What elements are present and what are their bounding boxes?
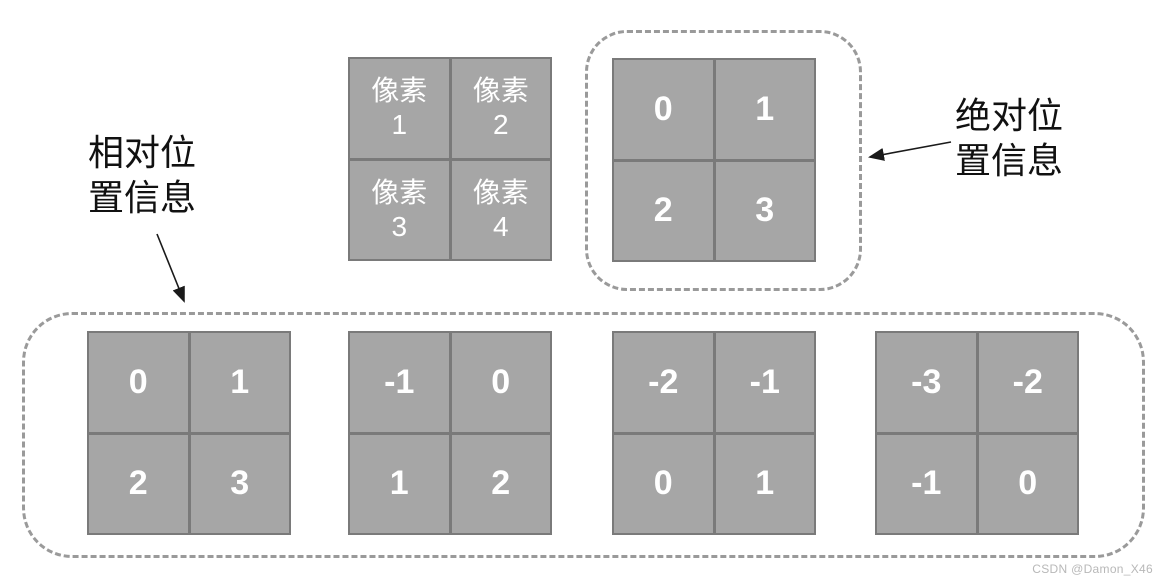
grid-cell: 0 (614, 434, 713, 533)
absolute-position-dashed-box (585, 30, 862, 291)
absolute-position-label: 绝对位 置信息 (955, 93, 1063, 183)
grid-cell: 0 (451, 333, 550, 432)
relative-position-label: 相对位 置信息 (88, 130, 196, 220)
grid-cell: 1 (190, 333, 289, 432)
absolute-label-line1: 绝对位 (955, 95, 1064, 136)
grid-cell: 2 (451, 434, 550, 533)
pixel-cell-number: 3 (391, 210, 408, 242)
absolute-position-grid: 0 1 2 3 (612, 58, 816, 262)
pixel-cell-2: 像素 2 (451, 59, 550, 158)
pixel-cell-4: 像素 4 (451, 160, 550, 259)
pixel-cell-number: 2 (492, 109, 509, 141)
pixel-grid: 像素 1 像素 2 像素 3 像素 4 (348, 57, 552, 261)
relative-label-arrow (156, 233, 185, 303)
grid-cell: 0 (89, 333, 188, 432)
relative-grid-3: -2 -1 0 1 (612, 331, 816, 535)
grid-cell: 3 (190, 434, 289, 533)
relative-label-line1: 相对位 (88, 132, 197, 173)
pixel-cell-label: 像素 (472, 75, 529, 107)
grid-cell: 1 (715, 60, 814, 159)
relative-grid-4: -3 -2 -1 0 (875, 331, 1079, 535)
grid-cell: 2 (89, 434, 188, 533)
relative-label-line2: 置信息 (88, 177, 197, 218)
pixel-cell-label: 像素 (371, 75, 428, 107)
grid-cell: -1 (715, 333, 814, 432)
grid-cell: 3 (715, 161, 814, 260)
grid-cell: 0 (978, 434, 1077, 533)
watermark-text: CSDN @Damon_X46 (1032, 562, 1153, 576)
relative-grid-2: -1 0 1 2 (348, 331, 552, 535)
pixel-cell-1: 像素 1 (350, 59, 449, 158)
pixel-cell-label: 像素 (472, 176, 529, 208)
grid-cell: -3 (877, 333, 976, 432)
pixel-cell-number: 4 (492, 210, 509, 242)
grid-cell: -2 (614, 333, 713, 432)
absolute-label-line2: 置信息 (955, 140, 1064, 181)
relative-grid-1: 0 1 2 3 (87, 331, 291, 535)
grid-cell: 1 (350, 434, 449, 533)
pixel-cell-3: 像素 3 (350, 160, 449, 259)
grid-cell: -1 (877, 434, 976, 533)
absolute-label-arrow (868, 141, 952, 161)
grid-cell: -1 (350, 333, 449, 432)
relative-position-dashed-box (22, 312, 1145, 558)
grid-cell: -2 (978, 333, 1077, 432)
grid-cell: 1 (715, 434, 814, 533)
pixel-cell-label: 像素 (371, 176, 428, 208)
pixel-cell-number: 1 (391, 109, 408, 141)
grid-cell: 2 (614, 161, 713, 260)
grid-cell: 0 (614, 60, 713, 159)
